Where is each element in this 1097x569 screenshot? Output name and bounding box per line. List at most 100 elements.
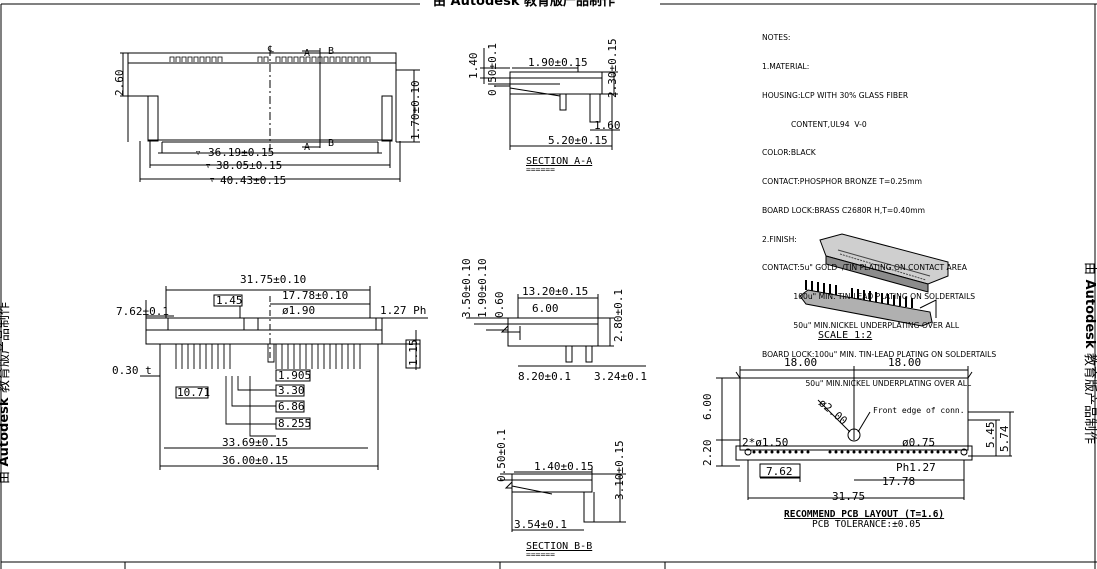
svg-text:▽: ▽	[196, 149, 201, 157]
note-line: NOTES:	[762, 33, 791, 43]
note-line: BOARD LOCK:100u" MIN. TIN-LEAD PLATING O…	[762, 349, 997, 359]
note-line: 50u" MIN.NICKEL UNDERPLATING OVER ALL	[762, 321, 960, 330]
dim-3-50: 3.50±0.10	[460, 258, 473, 318]
dim-1-40-b: 1.40±0.15	[534, 460, 594, 473]
note-line: HOUSING:LCP WITH 30% GLASS FIBER	[762, 90, 909, 100]
pcb-front-edge-note: Front edge of conn.	[873, 406, 965, 415]
dim-phi-1-90: ø1.90	[282, 304, 315, 317]
svg-text:▽: ▽	[206, 162, 211, 170]
watermark-left: 由 Autodesk 教育版产品制作	[0, 302, 12, 484]
dim-31-75: 31.75±0.10	[240, 273, 306, 286]
section-aa-title: SECTION A-A	[526, 156, 592, 167]
pcb-dim-phi-1-50: 2*ø1.50	[742, 436, 788, 449]
pcb-dim-5-74: 5.74	[998, 425, 1011, 452]
svg-text:▽: ▽	[210, 176, 215, 184]
dim-1-60: 1.60	[594, 119, 621, 132]
dim-1-90: 1.90±0.15	[528, 56, 588, 69]
dim-13-20: 13.20±0.15	[522, 285, 588, 298]
dim-17-78: 17.78±0.10	[282, 289, 348, 302]
pcb-dim-5-45: 5.45	[984, 422, 997, 449]
svg-text:由 Autodesk 教育版产品制作: 由 Autodesk 教育版产品制作	[1082, 262, 1097, 444]
note-line: 1.MATERIAL:	[762, 61, 810, 71]
section-bb-text: 0.50±0.1 1.40±0.15 3.10±0.15 3.54±0.1 SE…	[495, 429, 626, 559]
pcb-dim-phi-2: ø2.00	[816, 396, 850, 427]
svg-text:======: ======	[526, 165, 555, 174]
dim-3-24: 3.24±0.1	[594, 370, 647, 383]
top-view-pins	[169, 56, 371, 62]
pcb-dim-phi-0-75: ø0.75	[902, 436, 935, 449]
dim-0-50-a: 0.50±0.1	[486, 43, 499, 96]
front-view-pins	[175, 344, 361, 437]
section-aa	[480, 48, 620, 150]
scale-label: SCALE 1:2	[818, 330, 872, 341]
note-line: 100u" MIN. TIN-LEAD PLATING ON SOLDERTAI…	[762, 292, 976, 302]
side-view-text: 3.50±0.10 1.90±0.10 0.60 13.20±0.15 6.00…	[460, 258, 647, 383]
note-line: CONTENT,UL94 V-0	[762, 119, 867, 129]
note-line: 50u" MIN.NICKEL UNDERPLATING OVER ALL	[762, 378, 972, 388]
dim-7-62: 7.62±0.1	[116, 305, 169, 318]
front-view	[140, 286, 428, 470]
dim-0-50-b: 0.50±0.1	[495, 429, 508, 482]
pcb-dim-17-78: 17.78	[882, 475, 915, 488]
pcb-title: RECOMMEND PCB LAYOUT (T=1.6)	[784, 509, 944, 520]
pcb-dim-2-20: 2.20	[701, 440, 714, 467]
pcb-dim-31-75: 31.75	[832, 490, 865, 503]
dim-8-255: 8.255	[278, 417, 311, 430]
sec-b-bottom: B	[328, 138, 334, 149]
top-view-text: 2.60 1.70±0.10 ℄ A B A B ▽ 36.19±0.15 ▽ …	[113, 45, 422, 187]
dim-2-80: 2.80±0.1	[612, 289, 625, 342]
dim-3-54: 3.54±0.1	[514, 518, 567, 531]
dim-3-30: 3.30	[278, 384, 305, 397]
side-view	[466, 294, 646, 367]
sec-a-bottom: A	[304, 142, 310, 153]
dim-1-45: 1.45	[216, 294, 243, 307]
dim-38-05: 38.05±0.15	[216, 159, 282, 172]
dim-36-00: 36.00±0.15	[222, 454, 288, 467]
note-line: CONTACT:PHOSPHOR BRONZE T=0.25mm	[762, 177, 923, 187]
drawing-frame	[0, 3, 1097, 569]
dim-1-40: 1.40	[467, 53, 480, 80]
pcb-dim-ph-1-27: Ph1.27	[896, 461, 936, 474]
dim-8-20: 8.20±0.1	[518, 370, 571, 383]
pcb-pads	[744, 448, 968, 456]
note-line: COLOR:BLACK	[762, 148, 816, 158]
iso-view-pins	[799, 280, 937, 327]
dim-2-60: 2.60	[113, 70, 126, 97]
pcb-dim-18-right: 18.00	[888, 356, 921, 369]
note-line: CONTACT:5u" GOLD /TIN PLATING ON CONTACT…	[762, 263, 967, 273]
iso-view-connector	[819, 233, 949, 293]
dim-40-43: 40.43±0.15	[220, 174, 286, 187]
dim-6-00: 6.00	[532, 302, 559, 315]
dim-33-69: 33.69±0.15	[222, 436, 288, 449]
top-view	[120, 48, 420, 182]
dim-10-71: 10.71	[177, 386, 210, 399]
svg-text:由 Autodesk 教育版产品制作: 由 Autodesk 教育版产品制作	[0, 302, 12, 484]
sec-b-top: B	[328, 46, 334, 57]
watermark-right: 由 Autodesk 教育版产品制作	[1082, 262, 1097, 444]
svg-text:======: ======	[526, 550, 555, 559]
dim-6-86: 6.86	[278, 400, 305, 413]
notes-block: NOTES: 1.MATERIAL: HOUSING:LCP WITH 30% …	[762, 14, 996, 398]
dim-0-30-t: 0.30 t	[112, 364, 152, 377]
dim-1-70: 1.70±0.10	[409, 80, 422, 140]
dim-1-15: 1.15	[407, 340, 420, 367]
centerline-mark: ℄	[267, 45, 274, 55]
dim-2-30: 2.30±0.15	[606, 38, 619, 98]
pcb-dim-18-left: 18.00	[784, 356, 817, 369]
front-view-text: 31.75±0.10 17.78±0.10 7.62±0.1 1.45 ø1.9…	[112, 273, 426, 467]
note-line: BOARD LOCK:BRASS C2680R H,T=0.40mm	[762, 205, 926, 215]
section-aa-text: 1.40 0.50±0.1 1.90±0.15 2.30±0.15 1.60 5…	[467, 38, 621, 174]
note-line: 2.FINISH:	[762, 234, 797, 244]
pcb-layout	[716, 366, 1014, 500]
dim-1-27-ph: 1.27 Ph	[380, 304, 426, 317]
dim-1-90-b: 1.90±0.10	[476, 258, 489, 318]
dim-1-905: 1.905	[278, 369, 311, 382]
pcb-tolerance: PCB TOLERANCE:±0.05	[812, 519, 921, 530]
sec-a-top: A	[304, 48, 310, 59]
watermark-top: 由 Autodesk 教育版产品制作	[433, 0, 615, 9]
section-bb-title: SECTION B-B	[526, 541, 592, 552]
dim-0-60: 0.60	[493, 292, 506, 319]
dim-5-20: 5.20±0.15	[548, 134, 608, 147]
dim-3-10: 3.10±0.15	[613, 440, 626, 500]
